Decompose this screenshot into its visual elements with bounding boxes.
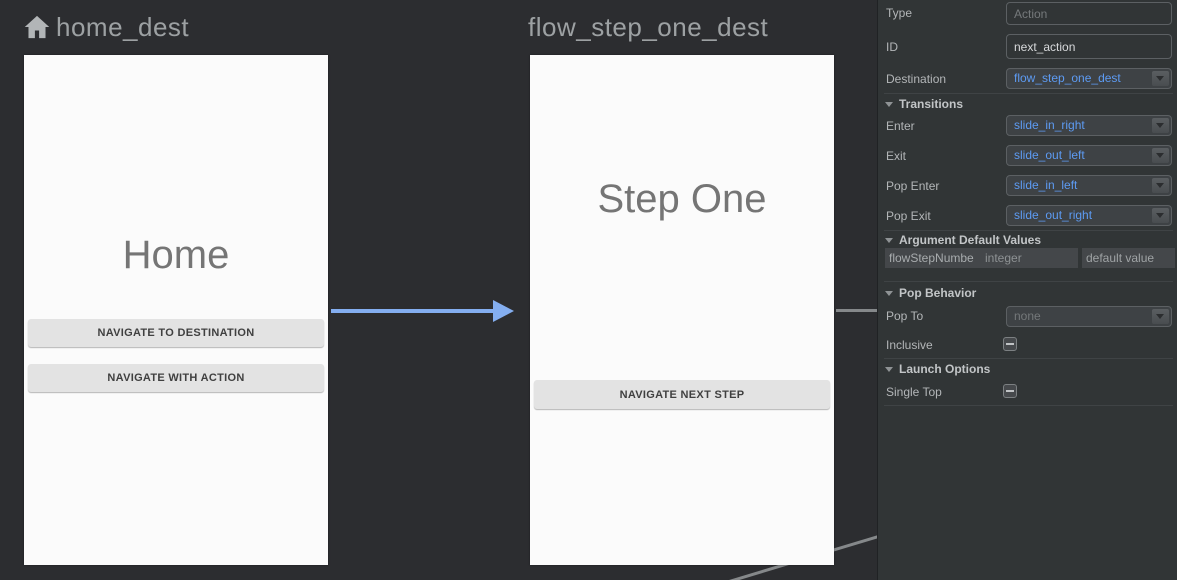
section-transitions-title: Transitions <box>899 97 964 111</box>
triangle-down-icon <box>885 367 893 372</box>
section-launch-options[interactable]: Launch Options <box>885 362 990 376</box>
chevron-down-icon[interactable] <box>1152 118 1169 133</box>
action-arrow-line[interactable] <box>331 309 494 313</box>
triangle-down-icon <box>885 291 893 296</box>
argument-name-cell[interactable]: flowStepNumbe <box>885 248 981 268</box>
navigate-with-action-button[interactable]: NAVIGATE WITH ACTION <box>28 364 324 392</box>
inclusive-label: Inclusive <box>886 338 933 352</box>
navigate-next-step-button[interactable]: NAVIGATE NEXT STEP <box>534 380 830 409</box>
pop-to-dropdown[interactable]: none <box>1006 306 1172 327</box>
triangle-down-icon <box>885 238 893 243</box>
exit-dropdown[interactable]: slide_out_left <box>1006 145 1172 166</box>
inclusive-checkbox[interactable] <box>1003 337 1017 351</box>
exit-label: Exit <box>886 149 907 163</box>
id-field[interactable] <box>1006 34 1172 59</box>
destination-title-home[interactable]: home_dest <box>56 12 190 42</box>
enter-value: slide_in_right <box>1014 118 1085 132</box>
single-top-label: Single Top <box>886 385 942 399</box>
section-launch-options-title: Launch Options <box>899 362 991 376</box>
pop-enter-dropdown[interactable]: slide_in_left <box>1006 175 1172 196</box>
single-top-checkbox[interactable] <box>1003 384 1017 398</box>
pop-to-label: Pop To <box>886 309 924 323</box>
section-arguments[interactable]: Argument Default Values <box>885 233 1041 247</box>
chevron-down-icon[interactable] <box>1152 309 1169 324</box>
section-pop-behavior-title: Pop Behavior <box>899 286 977 300</box>
destination-preview-step-one[interactable]: Step One NAVIGATE NEXT STEP <box>530 55 834 565</box>
home-icon <box>24 15 50 39</box>
enter-dropdown[interactable]: slide_in_right <box>1006 115 1172 136</box>
divider <box>884 405 1173 406</box>
action-line-stub[interactable] <box>836 309 877 312</box>
navigate-to-destination-button[interactable]: NAVIGATE TO DESTINATION <box>28 319 324 347</box>
destination-label: Destination <box>886 72 947 86</box>
action-arrow-head <box>493 300 514 322</box>
triangle-down-icon <box>885 102 893 107</box>
divider <box>884 281 1173 282</box>
type-field[interactable] <box>1006 2 1172 25</box>
chevron-down-icon[interactable] <box>1152 178 1169 193</box>
argument-default-value-field[interactable] <box>1082 248 1175 268</box>
section-transitions[interactable]: Transitions <box>885 97 963 111</box>
screen-title-home: Home <box>122 233 230 277</box>
screen-title-step-one: Step One <box>597 177 767 221</box>
chevron-down-icon[interactable] <box>1152 208 1169 223</box>
destination-title-step-one[interactable]: flow_step_one_dest <box>528 12 769 42</box>
divider <box>884 230 1173 231</box>
pop-enter-label: Pop Enter <box>886 179 940 193</box>
destination-preview-home[interactable]: Home NAVIGATE TO DESTINATION NAVIGATE WI… <box>24 55 328 565</box>
divider <box>884 358 1173 359</box>
pop-exit-label: Pop Exit <box>886 209 931 223</box>
pop-to-value: none <box>1014 309 1041 323</box>
section-pop-behavior[interactable]: Pop Behavior <box>885 286 976 300</box>
pop-enter-value: slide_in_left <box>1014 178 1078 192</box>
nav-graph-canvas[interactable]: home_dest flow_step_one_dest Home NAVIGA… <box>0 0 877 580</box>
chevron-down-icon[interactable] <box>1152 148 1169 163</box>
divider <box>884 93 1173 94</box>
chevron-down-icon[interactable] <box>1152 71 1169 86</box>
destination-value: flow_step_one_dest <box>1014 71 1121 85</box>
id-label: ID <box>886 40 898 54</box>
exit-value: slide_out_left <box>1014 148 1085 162</box>
argument-type-cell[interactable]: integer <box>981 248 1078 268</box>
enter-label: Enter <box>886 119 915 133</box>
pop-exit-value: slide_out_right <box>1014 208 1093 222</box>
section-arguments-title: Argument Default Values <box>899 233 1042 247</box>
type-label: Type <box>886 6 913 20</box>
attributes-panel: Type ID Destination flow_step_one_dest T… <box>877 0 1177 580</box>
pop-exit-dropdown[interactable]: slide_out_right <box>1006 205 1172 226</box>
destination-dropdown[interactable]: flow_step_one_dest <box>1006 68 1172 89</box>
